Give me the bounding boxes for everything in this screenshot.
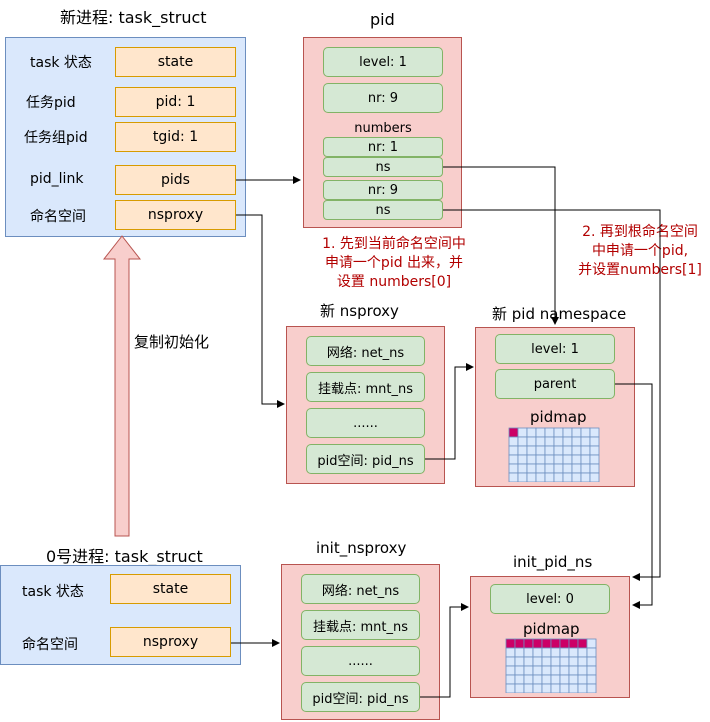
init-nsproxy-mnt: 挂载点: mnt_ns bbox=[301, 610, 420, 640]
new-pidns-title: 新 pid namespace bbox=[492, 305, 627, 323]
note-step-2-line-1: 2. 再到根命名空间 bbox=[582, 224, 698, 240]
init-pidmap-cell bbox=[586, 683, 597, 693]
new-task-tgid-label: 任务组pid bbox=[24, 130, 88, 146]
note-step-2: 2. 再到根命名空间 中申请一个pid, 并设置numbers[1] bbox=[570, 223, 710, 280]
new-task-nsproxy-field: nsproxy bbox=[115, 200, 236, 230]
numbers-0-nr: nr: 1 bbox=[323, 137, 443, 157]
init-nsproxy-title: init_nsproxy bbox=[316, 539, 407, 557]
new-task-state-label: task 状态 bbox=[30, 55, 92, 71]
new-nsproxy-net: 网络: net_ns bbox=[306, 336, 425, 366]
init-task-title: 0号进程: task_struct bbox=[46, 547, 203, 566]
note-step-2-line-2: 中申请一个pid, bbox=[591, 243, 689, 259]
arrow-parent-to-init-pidns bbox=[615, 383, 653, 609]
note-step-1-line-1: 1. 先到当前命名空间中 bbox=[322, 236, 466, 252]
arrow-nsproxy-to-new-nsproxy bbox=[236, 214, 285, 408]
copy-init-label: 复制初始化 bbox=[134, 333, 210, 351]
init-task-nsproxy-field: nsproxy bbox=[110, 627, 231, 657]
init-pidmap-grid bbox=[505, 638, 597, 693]
new-task-pid-field: pid: 1 bbox=[115, 87, 236, 117]
new-task-pidlink-label: pid_link bbox=[30, 171, 84, 187]
numbers-1-ns: ns bbox=[323, 200, 443, 220]
init-nsproxy-net: 网络: net_ns bbox=[301, 574, 420, 604]
init-task-ns-label: 命名空间 bbox=[22, 637, 78, 653]
new-pidns-parent: parent bbox=[495, 369, 615, 399]
new-nsproxy-mnt: 挂载点: mnt_ns bbox=[306, 372, 425, 402]
new-task-title: 新进程: task_struct bbox=[60, 8, 207, 27]
numbers-0-ns: ns bbox=[323, 157, 443, 177]
init-nsproxy-pid: pid空间: pid_ns bbox=[301, 682, 420, 712]
new-task-pids-field: pids bbox=[115, 165, 236, 195]
copy-init-arrow bbox=[102, 235, 142, 537]
init-pidmap-label: pidmap bbox=[523, 620, 580, 638]
init-nsproxy-more: ...... bbox=[301, 646, 420, 676]
arrow-new-pidns-link bbox=[425, 363, 474, 460]
note-step-1-line-2: 申请一个pid 出来，并 bbox=[324, 255, 464, 271]
init-pidns-title: init_pid_ns bbox=[513, 553, 593, 571]
new-pidmap-grid bbox=[508, 427, 600, 482]
pid-level-box: level: 1 bbox=[323, 47, 443, 77]
init-pidns-level: level: 0 bbox=[490, 584, 610, 614]
arrow-ns0-to-new-pidns bbox=[443, 166, 559, 325]
pid-struct-title: pid bbox=[370, 10, 395, 29]
new-nsproxy-pid: pid空间: pid_ns bbox=[306, 444, 425, 474]
new-task-pid-label: 任务pid bbox=[26, 95, 76, 111]
new-task-tgid-field: tgid: 1 bbox=[115, 122, 236, 152]
new-pidns-level: level: 1 bbox=[495, 334, 615, 364]
new-nsproxy-title: 新 nsproxy bbox=[320, 302, 399, 320]
new-pidmap-cell bbox=[589, 472, 600, 482]
numbers-label: numbers bbox=[354, 121, 412, 136]
note-step-1: 1. 先到当前命名空间中 申请一个pid 出来，并 设置 numbers[0] bbox=[304, 235, 484, 292]
init-task-state-label: task 状态 bbox=[22, 584, 84, 600]
arrow-init-pidns-link bbox=[420, 603, 469, 698]
new-pidmap-label: pidmap bbox=[530, 408, 587, 426]
note-step-1-line-3: 设置 numbers[0] bbox=[336, 274, 452, 290]
pid-nr-box: nr: 9 bbox=[323, 83, 443, 113]
new-nsproxy-more: ...... bbox=[306, 408, 425, 438]
init-task-state-field: state bbox=[110, 574, 231, 604]
new-task-state-field: state bbox=[115, 47, 236, 77]
arrow-ns1-to-init-pidns bbox=[443, 209, 661, 581]
numbers-1-nr: nr: 9 bbox=[323, 180, 443, 200]
new-task-ns-label: 命名空间 bbox=[30, 209, 86, 225]
note-step-2-line-3: 并设置numbers[1] bbox=[578, 262, 702, 278]
